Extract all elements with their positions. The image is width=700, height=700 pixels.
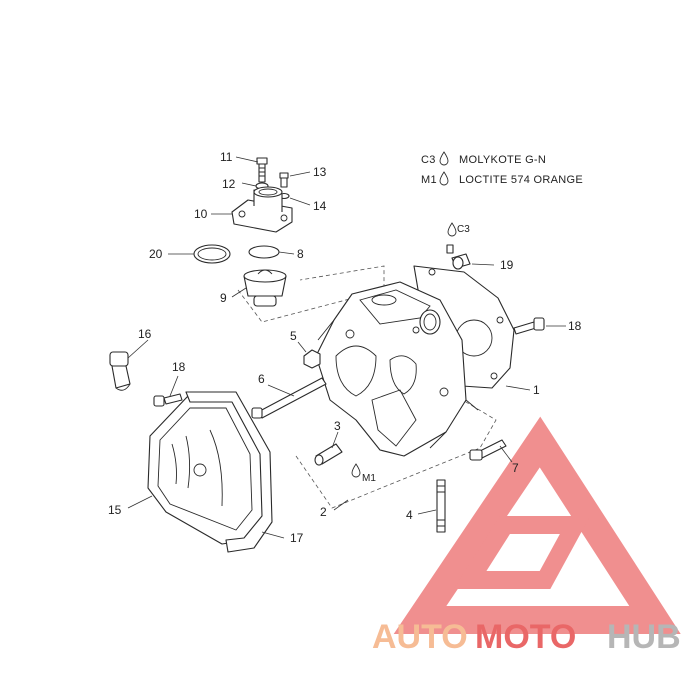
stud-6: [251, 377, 327, 419]
o-ring-20: [193, 244, 231, 264]
symbol-c3: C3: [457, 224, 470, 235]
callout-9: 9: [220, 291, 227, 305]
callout-1: 1: [533, 383, 540, 397]
callout-16: 16: [138, 327, 152, 341]
nipple-19: [446, 222, 471, 270]
callout-18-left: 18: [172, 360, 186, 374]
watermark-text-hub: HUB: [607, 618, 681, 656]
watermark-text-auto: AUTO: [372, 618, 468, 656]
watermark-text-moto: MOTO: [475, 618, 576, 656]
nut-5: [303, 349, 321, 369]
callout-5: 5: [290, 329, 297, 343]
callout-4: 4: [406, 508, 413, 522]
callout-7: 7: [512, 461, 519, 475]
callout-6: 6: [258, 372, 265, 386]
screw-13: [279, 172, 289, 188]
callout-3: 3: [334, 419, 341, 433]
callout-15: 15: [108, 503, 122, 517]
callout-19: 19: [500, 258, 514, 272]
watermark-inner-shape: [453, 516, 591, 589]
leader-lines: [127, 156, 566, 539]
drop-icon: [439, 151, 449, 166]
thermostat-housing-group: [193, 157, 293, 307]
cylinder-head-1: [315, 265, 515, 457]
callout-10: 10: [194, 207, 208, 221]
dashed-outline: [295, 395, 497, 509]
callout-11: 11: [220, 150, 233, 164]
callout-14: 14: [313, 199, 327, 213]
gasket-17: [185, 391, 273, 553]
callout-2: 2: [320, 505, 327, 519]
legend-code-c3: C3: [421, 154, 436, 166]
watermark-triangle: [393, 416, 681, 634]
legend: C3 MOLYKOTE G-N M1 LOCTITE 574 ORANGE: [421, 151, 583, 186]
callout-20: 20: [149, 247, 163, 261]
dowel-3: [314, 443, 361, 478]
plug-16: [109, 351, 131, 391]
callout-12: 12: [222, 177, 236, 191]
callout-13: 13: [313, 165, 327, 179]
thermostat-housing-10: [231, 186, 293, 233]
screw-11: [256, 157, 268, 183]
o-ring-8: [248, 245, 280, 259]
stud-4: [436, 479, 446, 533]
drop-icon: [439, 171, 449, 186]
bolt-18-right: [513, 317, 545, 335]
watermark: AUTO MOTO HUB: [372, 416, 681, 656]
callout-8: 8: [297, 247, 304, 261]
legend-text-m1: LOCTITE 574 ORANGE: [459, 174, 583, 186]
legend-text-c3: MOLYKOTE G-N: [459, 154, 546, 166]
callout-18-right: 18: [568, 319, 582, 333]
callout-17: 17: [290, 531, 304, 545]
callouts: 11 12 13 14 10 20 8 9 C3 19 18 1 5 6 3 M…: [108, 150, 582, 545]
symbol-m1: M1: [362, 473, 376, 484]
dashed-outline: [237, 265, 385, 323]
bolt-18-left: [153, 393, 183, 407]
thermostat-9: [243, 269, 287, 307]
bolt-7: [469, 439, 507, 461]
legend-code-m1: M1: [421, 174, 437, 186]
